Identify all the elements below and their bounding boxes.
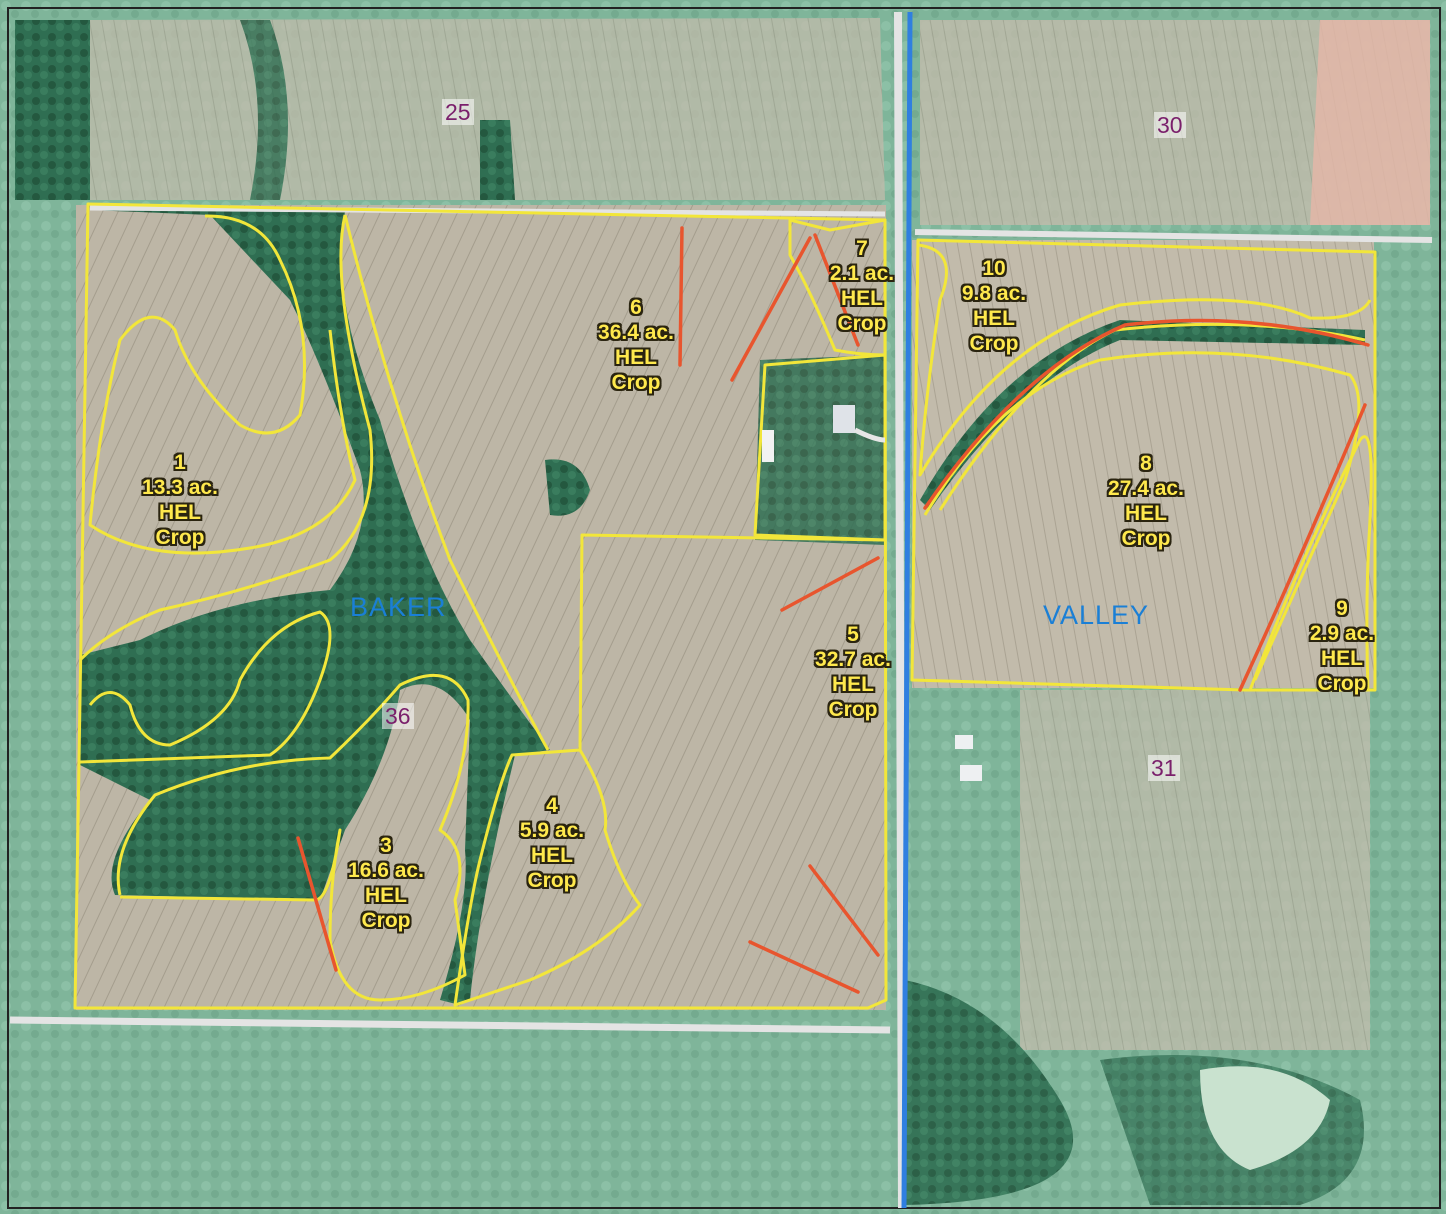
field-use: Crop — [969, 332, 1019, 355]
field-use: Crop — [1317, 672, 1367, 695]
south-field-right — [1020, 690, 1370, 1050]
field-use: Crop — [611, 371, 661, 394]
boundary-homestead — [753, 353, 887, 542]
terrace-line — [1238, 403, 1367, 692]
terrace-line — [780, 556, 880, 612]
field-use: Crop — [828, 698, 878, 721]
terrace-line — [808, 864, 880, 957]
boundary-field-2 — [79, 610, 332, 764]
field-use: Crop — [361, 909, 411, 932]
field-acres: 2.9 ac. — [1309, 622, 1375, 645]
field-number: 8 — [1140, 452, 1152, 475]
field-hel: HEL — [1125, 502, 1167, 525]
east-field-light — [1200, 1066, 1330, 1170]
north-woods-strip — [240, 20, 288, 200]
township-line — [901, 11, 913, 1209]
field-hel: HEL — [841, 287, 883, 310]
terrace-line — [296, 836, 338, 972]
boundary-field-9 — [1248, 435, 1373, 691]
field-acres: 32.7 ac. — [815, 648, 891, 671]
north-field — [90, 18, 885, 200]
boundary-sec36 — [73, 202, 888, 1010]
boundary-field-1b — [78, 214, 374, 662]
building — [960, 765, 982, 781]
field-hel: HEL — [1321, 647, 1363, 670]
field-number: 4 — [546, 794, 558, 817]
field-acres: 16.6 ac. — [348, 859, 424, 882]
terrace-line — [748, 940, 860, 994]
woods-homestead — [755, 355, 885, 545]
field-acres: 27.4 ac. — [1108, 477, 1184, 500]
valley-field — [912, 240, 1374, 688]
field-number: 5 — [847, 623, 859, 646]
boundary-field-5 — [578, 533, 886, 751]
section-label-30: 30 — [1154, 112, 1186, 138]
field-number: 6 — [630, 296, 642, 319]
field-hel: HEL — [973, 307, 1015, 330]
south-grass — [10, 1025, 900, 1205]
field-use: Crop — [527, 869, 577, 892]
field-acres: 5.9 ac. — [519, 819, 585, 842]
boundary-field-6 — [343, 214, 550, 751]
road-vertical — [894, 11, 906, 1209]
township-label-baker: BAKER — [350, 592, 447, 622]
boundary-field-10 — [917, 243, 1372, 477]
section-label-36: 36 — [382, 703, 414, 729]
field-label-7: 7 2.1 ac. HEL Crop — [812, 236, 912, 336]
building — [762, 430, 774, 462]
terrace-line — [730, 236, 812, 382]
field-acres: 13.3 ac. — [142, 476, 218, 499]
field-hel: HEL — [615, 346, 657, 369]
field-use: Crop — [1121, 527, 1171, 550]
boundary-field-1 — [88, 214, 357, 555]
field-hel: HEL — [531, 844, 573, 867]
terrace-line — [678, 226, 684, 367]
road-south — [9, 1016, 891, 1034]
field-label-5: 5 32.7 ac. HEL Crop — [793, 622, 913, 722]
building — [955, 735, 973, 749]
pink-field — [1310, 20, 1430, 225]
field-acres: 36.4 ac. — [598, 321, 674, 344]
field-hel: HEL — [832, 673, 874, 696]
field-label-3: 3 16.6 ac. HEL Crop — [326, 833, 446, 933]
field-number: 10 — [982, 257, 1006, 280]
field-number: 1 — [174, 451, 186, 474]
field-acres: 2.1 ac. — [829, 262, 895, 285]
terrace-line — [813, 233, 860, 347]
north-woods-strip-2 — [480, 120, 515, 200]
valley-woods-strip — [920, 320, 1365, 510]
field-number: 9 — [1336, 597, 1348, 620]
road-north-east — [914, 229, 1433, 243]
field-number: 7 — [856, 237, 868, 260]
driveway — [853, 427, 886, 443]
woods-patch — [545, 459, 590, 516]
building — [833, 405, 855, 433]
boundary-field-3 — [116, 673, 470, 1002]
field-label-4: 4 5.9 ac. HEL Crop — [492, 793, 612, 893]
map-frame — [7, 7, 1441, 1209]
section-label-25: 25 — [442, 99, 474, 125]
field-label-9: 9 2.9 ac. HEL Crop — [1292, 596, 1392, 696]
field-use: Crop — [837, 312, 887, 335]
section-label-31: 31 — [1148, 755, 1180, 781]
woods-main — [80, 210, 550, 1005]
north-woods — [15, 20, 90, 200]
field-label-8: 8 27.4 ac. HEL Crop — [1086, 451, 1206, 551]
field-label-10: 10 9.8 ac. HEL Crop — [944, 256, 1044, 356]
field-label-1: 1 13.3 ac. HEL Crop — [120, 450, 240, 550]
field-acres: 9.8 ac. — [961, 282, 1027, 305]
field-label-6: 6 36.4 ac. HEL Crop — [576, 295, 696, 395]
field-hel: HEL — [159, 501, 201, 524]
field-number: 3 — [380, 834, 392, 857]
east-woods — [905, 980, 1074, 1205]
field-hel: HEL — [365, 884, 407, 907]
boundary-valley — [910, 238, 1377, 692]
terrace-line — [923, 318, 1370, 510]
township-label-valley: VALLEY — [1043, 600, 1150, 630]
boundary-field-4 — [453, 748, 642, 1007]
field-use: Crop — [155, 526, 205, 549]
